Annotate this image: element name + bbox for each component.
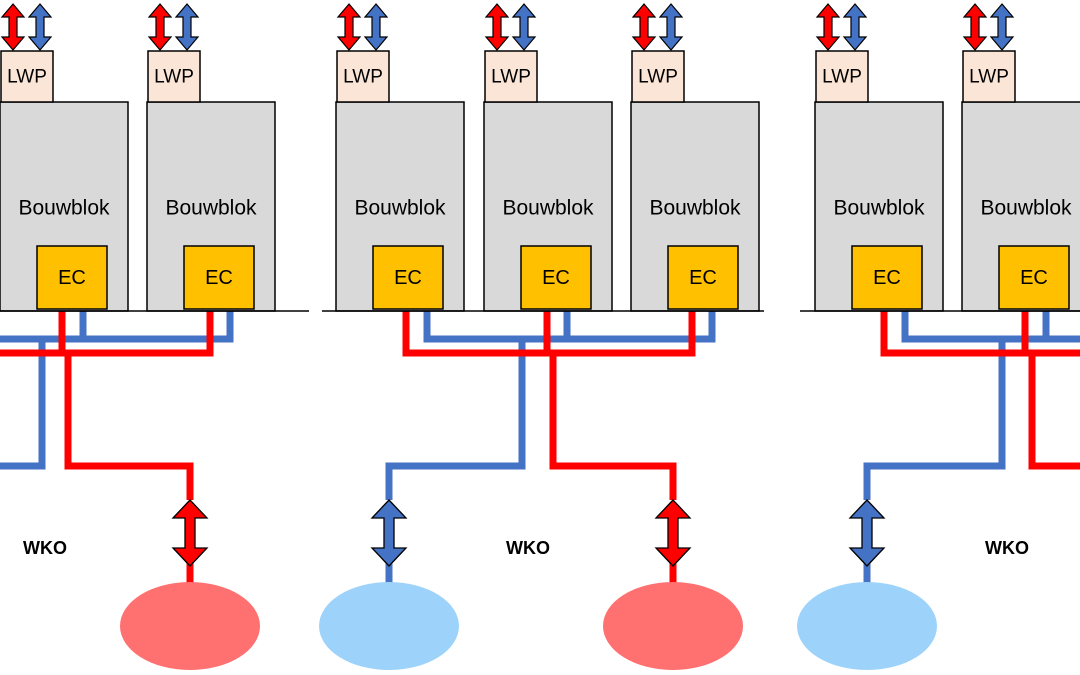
building-label: Bouwblok <box>649 197 741 220</box>
wko-wells <box>120 499 937 670</box>
cold-pipe <box>0 339 46 470</box>
double-arrow-vertical-icon <box>336 3 362 51</box>
building-label: Bouwblok <box>165 197 257 220</box>
double-arrow-vertical-icon <box>511 3 537 51</box>
building-label: Bouwblok <box>354 197 446 220</box>
hot-pipe-network <box>0 311 1080 500</box>
building-label: Bouwblok <box>18 197 110 220</box>
hot-pipe <box>1028 353 1080 470</box>
lwp-box <box>484 50 538 103</box>
double-arrow-vertical-icon <box>989 3 1015 51</box>
ec-box <box>372 245 444 310</box>
cold-pipe <box>863 339 1006 500</box>
lwp-box <box>962 50 1016 103</box>
lwp-box <box>815 50 869 103</box>
hot-pipe <box>549 353 677 500</box>
lwp-box <box>147 50 201 103</box>
double-arrow-vertical-icon <box>0 3 26 51</box>
double-arrow-vertical-icon <box>654 499 692 567</box>
hot-pipe <box>62 311 214 357</box>
double-arrow-vertical-icon <box>171 499 209 567</box>
ec-label: EC <box>542 267 570 289</box>
double-arrow-vertical-icon <box>370 499 408 567</box>
lwp-label: LWP <box>491 67 531 88</box>
lwp-box <box>336 50 390 103</box>
ec-box <box>36 245 108 310</box>
ec-box <box>998 245 1070 310</box>
wko-label: WKO <box>985 538 1029 558</box>
ec-box <box>183 245 255 310</box>
lwp-label: LWP <box>154 67 194 88</box>
double-arrow-vertical-icon <box>174 3 200 51</box>
ec-box <box>520 245 592 310</box>
cold-pipe <box>0 311 87 343</box>
double-arrow-vertical-icon <box>27 3 53 51</box>
hot-pipe <box>64 353 194 500</box>
cold-pipe-network <box>0 311 1080 500</box>
wko-label: WKO <box>506 538 550 558</box>
lwp-box <box>0 50 54 103</box>
ec-label: EC <box>394 267 422 289</box>
building-label: Bouwblok <box>980 197 1072 220</box>
lwp-label: LWP <box>343 67 383 88</box>
wko-labels: WKO WKO WKO <box>23 538 1029 558</box>
lwp-box <box>631 50 685 103</box>
double-arrow-vertical-icon <box>631 3 657 51</box>
cold-pipe <box>901 311 1080 343</box>
ec-label: EC <box>58 267 86 289</box>
lwp-label: LWP <box>969 67 1009 88</box>
double-arrow-vertical-icon <box>147 3 173 51</box>
lwp-label: LWP <box>7 67 47 88</box>
lwp-label: LWP <box>822 67 862 88</box>
double-arrow-vertical-icon <box>848 499 886 567</box>
double-arrow-vertical-icon <box>842 3 868 51</box>
double-arrow-vertical-icon <box>815 3 841 51</box>
ec-label: EC <box>873 267 901 289</box>
ec-label: EC <box>205 267 233 289</box>
hot-pipe <box>0 311 66 357</box>
double-arrow-vertical-icon <box>363 3 389 51</box>
wko-label: WKO <box>23 538 67 558</box>
warm-well <box>120 582 260 670</box>
warm-well <box>603 582 743 670</box>
double-arrow-vertical-icon <box>962 3 988 51</box>
building-label: Bouwblok <box>833 197 925 220</box>
hot-pipe <box>880 311 1080 357</box>
ec-box <box>851 245 923 310</box>
lwp-label: LWP <box>638 67 678 88</box>
cold-pipe <box>385 339 526 500</box>
cold-well <box>319 582 459 670</box>
cold-pipe <box>83 311 234 343</box>
double-arrow-vertical-icon <box>658 3 684 51</box>
ec-label: EC <box>1020 267 1048 289</box>
building-label: Bouwblok <box>502 197 594 220</box>
cold-well <box>797 582 937 670</box>
ec-box <box>667 245 739 310</box>
double-arrow-vertical-icon <box>484 3 510 51</box>
ec-label: EC <box>689 267 717 289</box>
